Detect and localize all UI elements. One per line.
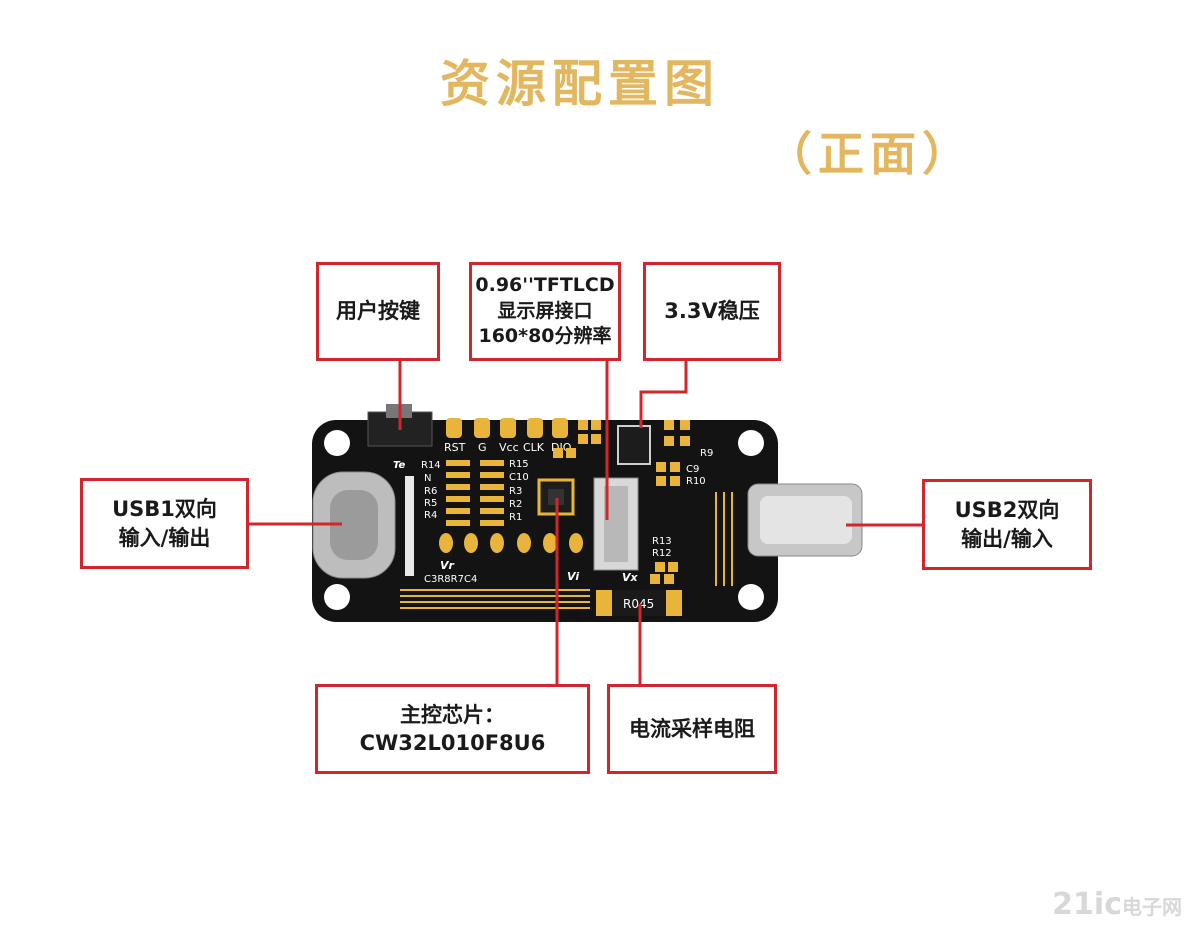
callout-usb2: USB2双向 输出/输入 — [922, 479, 1092, 570]
ref-c10: C10 — [509, 472, 529, 483]
ref-r1: R1 — [509, 512, 522, 523]
page-title: 资源配置图 — [440, 55, 720, 113]
ref-r15: R15 — [509, 459, 529, 470]
ref-r14: R14 — [421, 460, 441, 471]
ref-r9: R9 — [700, 448, 713, 459]
page-subtitle: （正面） — [766, 127, 974, 181]
pin-label-clk: CLK — [523, 441, 545, 454]
watermark: 21ic电子网 — [1052, 887, 1182, 922]
ref-r5: R5 — [424, 498, 437, 509]
ref-c9: C9 — [686, 464, 699, 475]
vr-label: Vr — [440, 559, 455, 572]
callout-regulator: 3.3V稳压 — [643, 262, 781, 361]
resistor-array-left — [446, 460, 470, 526]
mount-hole — [738, 430, 764, 456]
regulator-chip — [617, 425, 651, 465]
callout-usb1: USB1双向 输入/输出 — [80, 478, 249, 569]
te-label: Te — [393, 460, 406, 471]
ref-r4: R4 — [424, 510, 437, 521]
mount-hole — [738, 584, 764, 610]
leader-lines — [247, 360, 924, 684]
vi-label: Vi — [567, 570, 579, 583]
bottom-pads — [439, 533, 583, 553]
mount-hole — [324, 430, 350, 456]
callout-mcu: 主控芯片： CW32L010F8U6 — [315, 684, 590, 774]
ref-n: N — [424, 473, 431, 484]
resistor-array-right — [480, 460, 504, 526]
ref-r2: R2 — [509, 499, 522, 510]
callout-user-button: 用户按键 — [316, 262, 440, 361]
vx-label: Vx — [622, 571, 639, 584]
smd-pads — [553, 420, 690, 584]
ref-bottom: C3R8R7C4 — [424, 574, 477, 585]
pin-label-vcc: Vcc — [499, 441, 519, 454]
header-pads — [446, 418, 568, 438]
pin-label-rst: RST — [444, 441, 466, 454]
pin-label-g: G — [478, 441, 487, 454]
ref-r6: R6 — [424, 486, 437, 497]
ref-r12: R12 — [652, 548, 672, 559]
mount-hole — [324, 584, 350, 610]
ref-r3: R3 — [509, 486, 522, 497]
ref-r13: R13 — [652, 536, 672, 547]
callout-shunt: 电流采样电阻 — [607, 684, 777, 774]
callout-lcd-interface: 0.96''TFTLCD 显示屏接口 160*80分辨率 — [469, 262, 621, 361]
ref-r10: R10 — [686, 476, 706, 487]
